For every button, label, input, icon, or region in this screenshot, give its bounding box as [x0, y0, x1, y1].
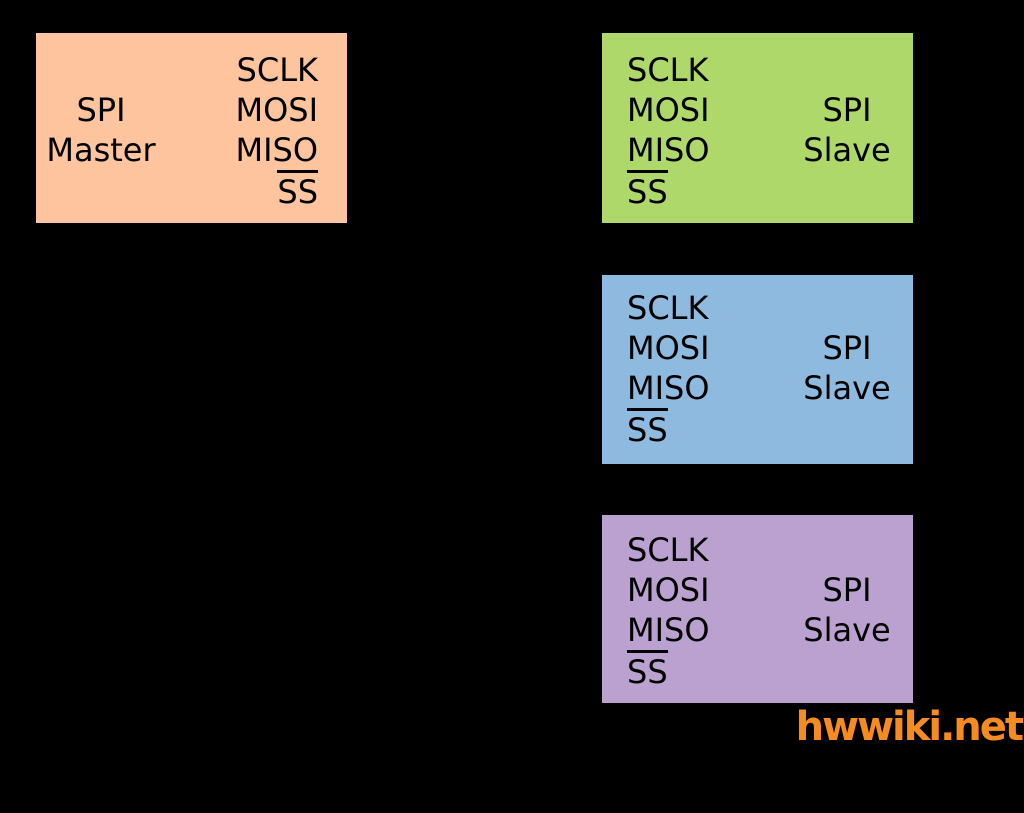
pin-label-miso: MISO	[627, 369, 710, 407]
spi-slave-2-title: SPI Slave	[782, 328, 912, 408]
master-pin-miso: MISO	[235, 130, 318, 170]
spi-slave-1-title-line2: Slave	[803, 131, 891, 169]
pin-label-mosi: MOSI	[627, 91, 710, 129]
spi-master-title-line2: Master	[46, 131, 156, 169]
slave-3-pin-ss: SS	[627, 650, 710, 690]
spi-slave-3-pins: SCLK MOSI MISO SS	[627, 530, 710, 690]
slave-1-pin-sclk: SCLK	[627, 50, 710, 90]
slave-1-pin-mosi: MOSI	[627, 90, 710, 130]
slave-2-pin-sclk: SCLK	[627, 288, 710, 328]
spi-slave-box-1: SCLK MOSI MISO SS SPI Slave	[602, 33, 913, 223]
slave-1-pin-ss: SS	[627, 170, 710, 210]
spi-slave-1-title: SPI Slave	[782, 90, 912, 170]
spi-slave-2-pins: SCLK MOSI MISO SS	[627, 288, 710, 448]
pin-label-sclk: SCLK	[627, 531, 709, 569]
slave-2-pin-miso: MISO	[627, 368, 710, 408]
pin-label-ss: SS	[627, 170, 668, 210]
master-pin-ss: SS	[235, 170, 318, 210]
spi-master-box: SPI Master SCLK MOSI MISO SS	[36, 33, 347, 223]
slave-3-pin-mosi: MOSI	[627, 570, 710, 610]
spi-slave-box-3: SCLK MOSI MISO SS SPI Slave	[602, 515, 913, 703]
spi-master-title-line1: SPI	[76, 91, 126, 129]
spi-slave-3-title-line1: SPI	[822, 571, 872, 609]
spi-slave-box-2: SCLK MOSI MISO SS SPI Slave	[602, 275, 913, 464]
pin-label-ss: SS	[277, 170, 318, 210]
pin-label-ss: SS	[627, 650, 668, 690]
pin-label-miso: MISO	[627, 131, 710, 169]
watermark-text: hwwiki.net	[795, 704, 1024, 750]
pin-label-miso: MISO	[235, 131, 318, 169]
spi-master-pins: SCLK MOSI MISO SS	[235, 50, 318, 210]
pin-label-miso: MISO	[627, 611, 710, 649]
spi-slave-2-title-line1: SPI	[822, 329, 872, 367]
pin-label-sclk: SCLK	[236, 51, 318, 89]
slave-1-pin-miso: MISO	[627, 130, 710, 170]
slave-3-pin-miso: MISO	[627, 610, 710, 650]
spi-slave-3-title-line2: Slave	[803, 611, 891, 649]
pin-label-mosi: MOSI	[627, 329, 710, 367]
master-pin-mosi: MOSI	[235, 90, 318, 130]
spi-slave-3-title: SPI Slave	[782, 570, 912, 650]
pin-label-mosi: MOSI	[235, 91, 318, 129]
pin-label-sclk: SCLK	[627, 51, 709, 89]
slave-2-pin-ss: SS	[627, 408, 710, 448]
spi-slave-1-title-line1: SPI	[822, 91, 872, 129]
spi-slave-2-title-line2: Slave	[803, 369, 891, 407]
spi-slave-1-pins: SCLK MOSI MISO SS	[627, 50, 710, 210]
slave-2-pin-mosi: MOSI	[627, 328, 710, 368]
slave-3-pin-sclk: SCLK	[627, 530, 710, 570]
master-pin-sclk: SCLK	[235, 50, 318, 90]
spi-master-title: SPI Master	[36, 90, 166, 170]
pin-label-mosi: MOSI	[627, 571, 710, 609]
pin-label-sclk: SCLK	[627, 289, 709, 327]
pin-label-ss: SS	[627, 408, 668, 448]
